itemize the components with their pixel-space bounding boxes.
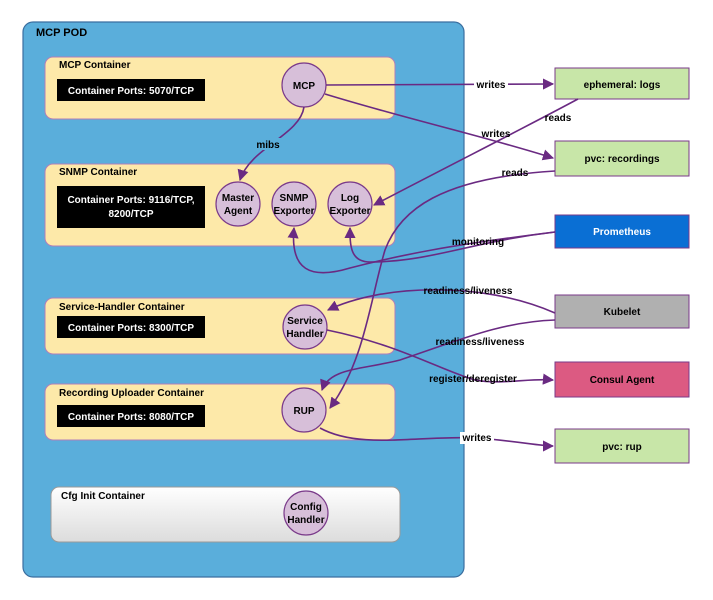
edge-mcp-writes-recordings xyxy=(324,93,555,161)
writes-logs-label: writes xyxy=(476,80,506,91)
prometheus-box xyxy=(554,214,690,249)
pvc-recordings-box xyxy=(554,140,690,177)
ephemeral-logs-label: ephemeral: logs xyxy=(584,80,661,91)
mibs-label-bg xyxy=(255,138,281,150)
readiness-liveness-label-2: readiness/liveness xyxy=(436,337,525,348)
service-handler-line2: Handler xyxy=(286,329,323,340)
prometheus-label: Prometheus xyxy=(593,227,651,238)
snmp-ports-line2: 8200/TCP xyxy=(108,209,153,220)
edge-recordings-read xyxy=(329,170,556,409)
service-handler-line1: Service xyxy=(287,316,323,327)
master-agent-line2: Agent xyxy=(224,206,253,217)
kubelet-box xyxy=(554,294,690,329)
edge-logs-read xyxy=(373,98,579,206)
cfg-init-container-title: Cfg Init Container xyxy=(61,491,145,502)
snmp-exporter-line1: SNMP xyxy=(280,193,309,204)
edge-service-consul xyxy=(326,329,555,385)
mcp-process-label: MCP xyxy=(293,81,316,92)
recording-uploader-ports-text: Container Ports: 8080/TCP xyxy=(68,412,194,423)
reads-recordings-label: reads xyxy=(502,168,529,179)
master-agent-process xyxy=(215,181,261,227)
consul-agent-box xyxy=(554,361,690,398)
recording-uploader-ports-box xyxy=(57,405,205,427)
mcp-ports-box xyxy=(57,79,205,101)
service-handler-process xyxy=(282,304,328,350)
snmp-ports-box xyxy=(57,186,205,228)
snmp-exporter-line2: Exporter xyxy=(273,206,314,217)
snmp-exporter-process xyxy=(271,181,317,227)
pvc-recordings-label: pvc: recordings xyxy=(584,154,659,165)
mcp-ports-text: Container Ports: 5070/TCP xyxy=(68,86,194,97)
edge-prometheus-log xyxy=(344,226,556,263)
edge-kubelet-rup xyxy=(320,319,556,392)
monitoring-label: monitoring xyxy=(452,237,504,248)
edge-mcp-writes-logs xyxy=(325,78,555,90)
service-handler-ports-text: Container Ports: 8300/TCP xyxy=(68,323,194,334)
service-handler-ports-box xyxy=(57,316,205,338)
kubelet-label: Kubelet xyxy=(604,307,641,318)
register-deregister-label: register/deregister xyxy=(429,374,517,385)
rup-process xyxy=(281,387,327,433)
consul-agent-label: Consul Agent xyxy=(590,375,655,386)
config-handler-line1: Config xyxy=(290,502,322,513)
ephemeral-logs-box xyxy=(554,67,690,100)
writes-rup-label: writes xyxy=(462,433,492,444)
pod-title: MCP POD xyxy=(36,27,87,39)
config-handler-line2: Handler xyxy=(287,515,324,526)
writes-logs-label-bg xyxy=(474,78,508,90)
writes-recordings-label: writes xyxy=(481,129,511,140)
edge-prometheus-snmp xyxy=(287,226,556,274)
mibs-label: mibs xyxy=(256,140,280,151)
snmp-container-title: SNMP Container xyxy=(59,167,137,178)
log-exporter-line2: Exporter xyxy=(329,206,370,217)
snmp-ports-line1: Container Ports: 9116/TCP, xyxy=(67,195,194,206)
log-exporter-process xyxy=(327,181,373,227)
pvc-rup-box xyxy=(554,428,690,464)
readiness-liveness-label-1: readiness/liveness xyxy=(424,286,513,297)
reads-logs-label: reads xyxy=(545,113,572,124)
writes-rup-label-bg xyxy=(460,432,494,444)
recording-uploader-container-title: Recording Uploader Container xyxy=(59,388,204,399)
edge-kubelet-service xyxy=(326,288,556,314)
log-exporter-line1: Log xyxy=(341,193,359,204)
pvc-rup-label: pvc: rup xyxy=(602,442,641,453)
master-agent-line1: Master xyxy=(222,193,254,204)
config-handler-process xyxy=(283,490,329,536)
rup-process-label: RUP xyxy=(293,406,314,417)
service-handler-container-title: Service-Handler Container xyxy=(59,302,185,313)
mcp-container-title: MCP Container xyxy=(59,60,131,71)
